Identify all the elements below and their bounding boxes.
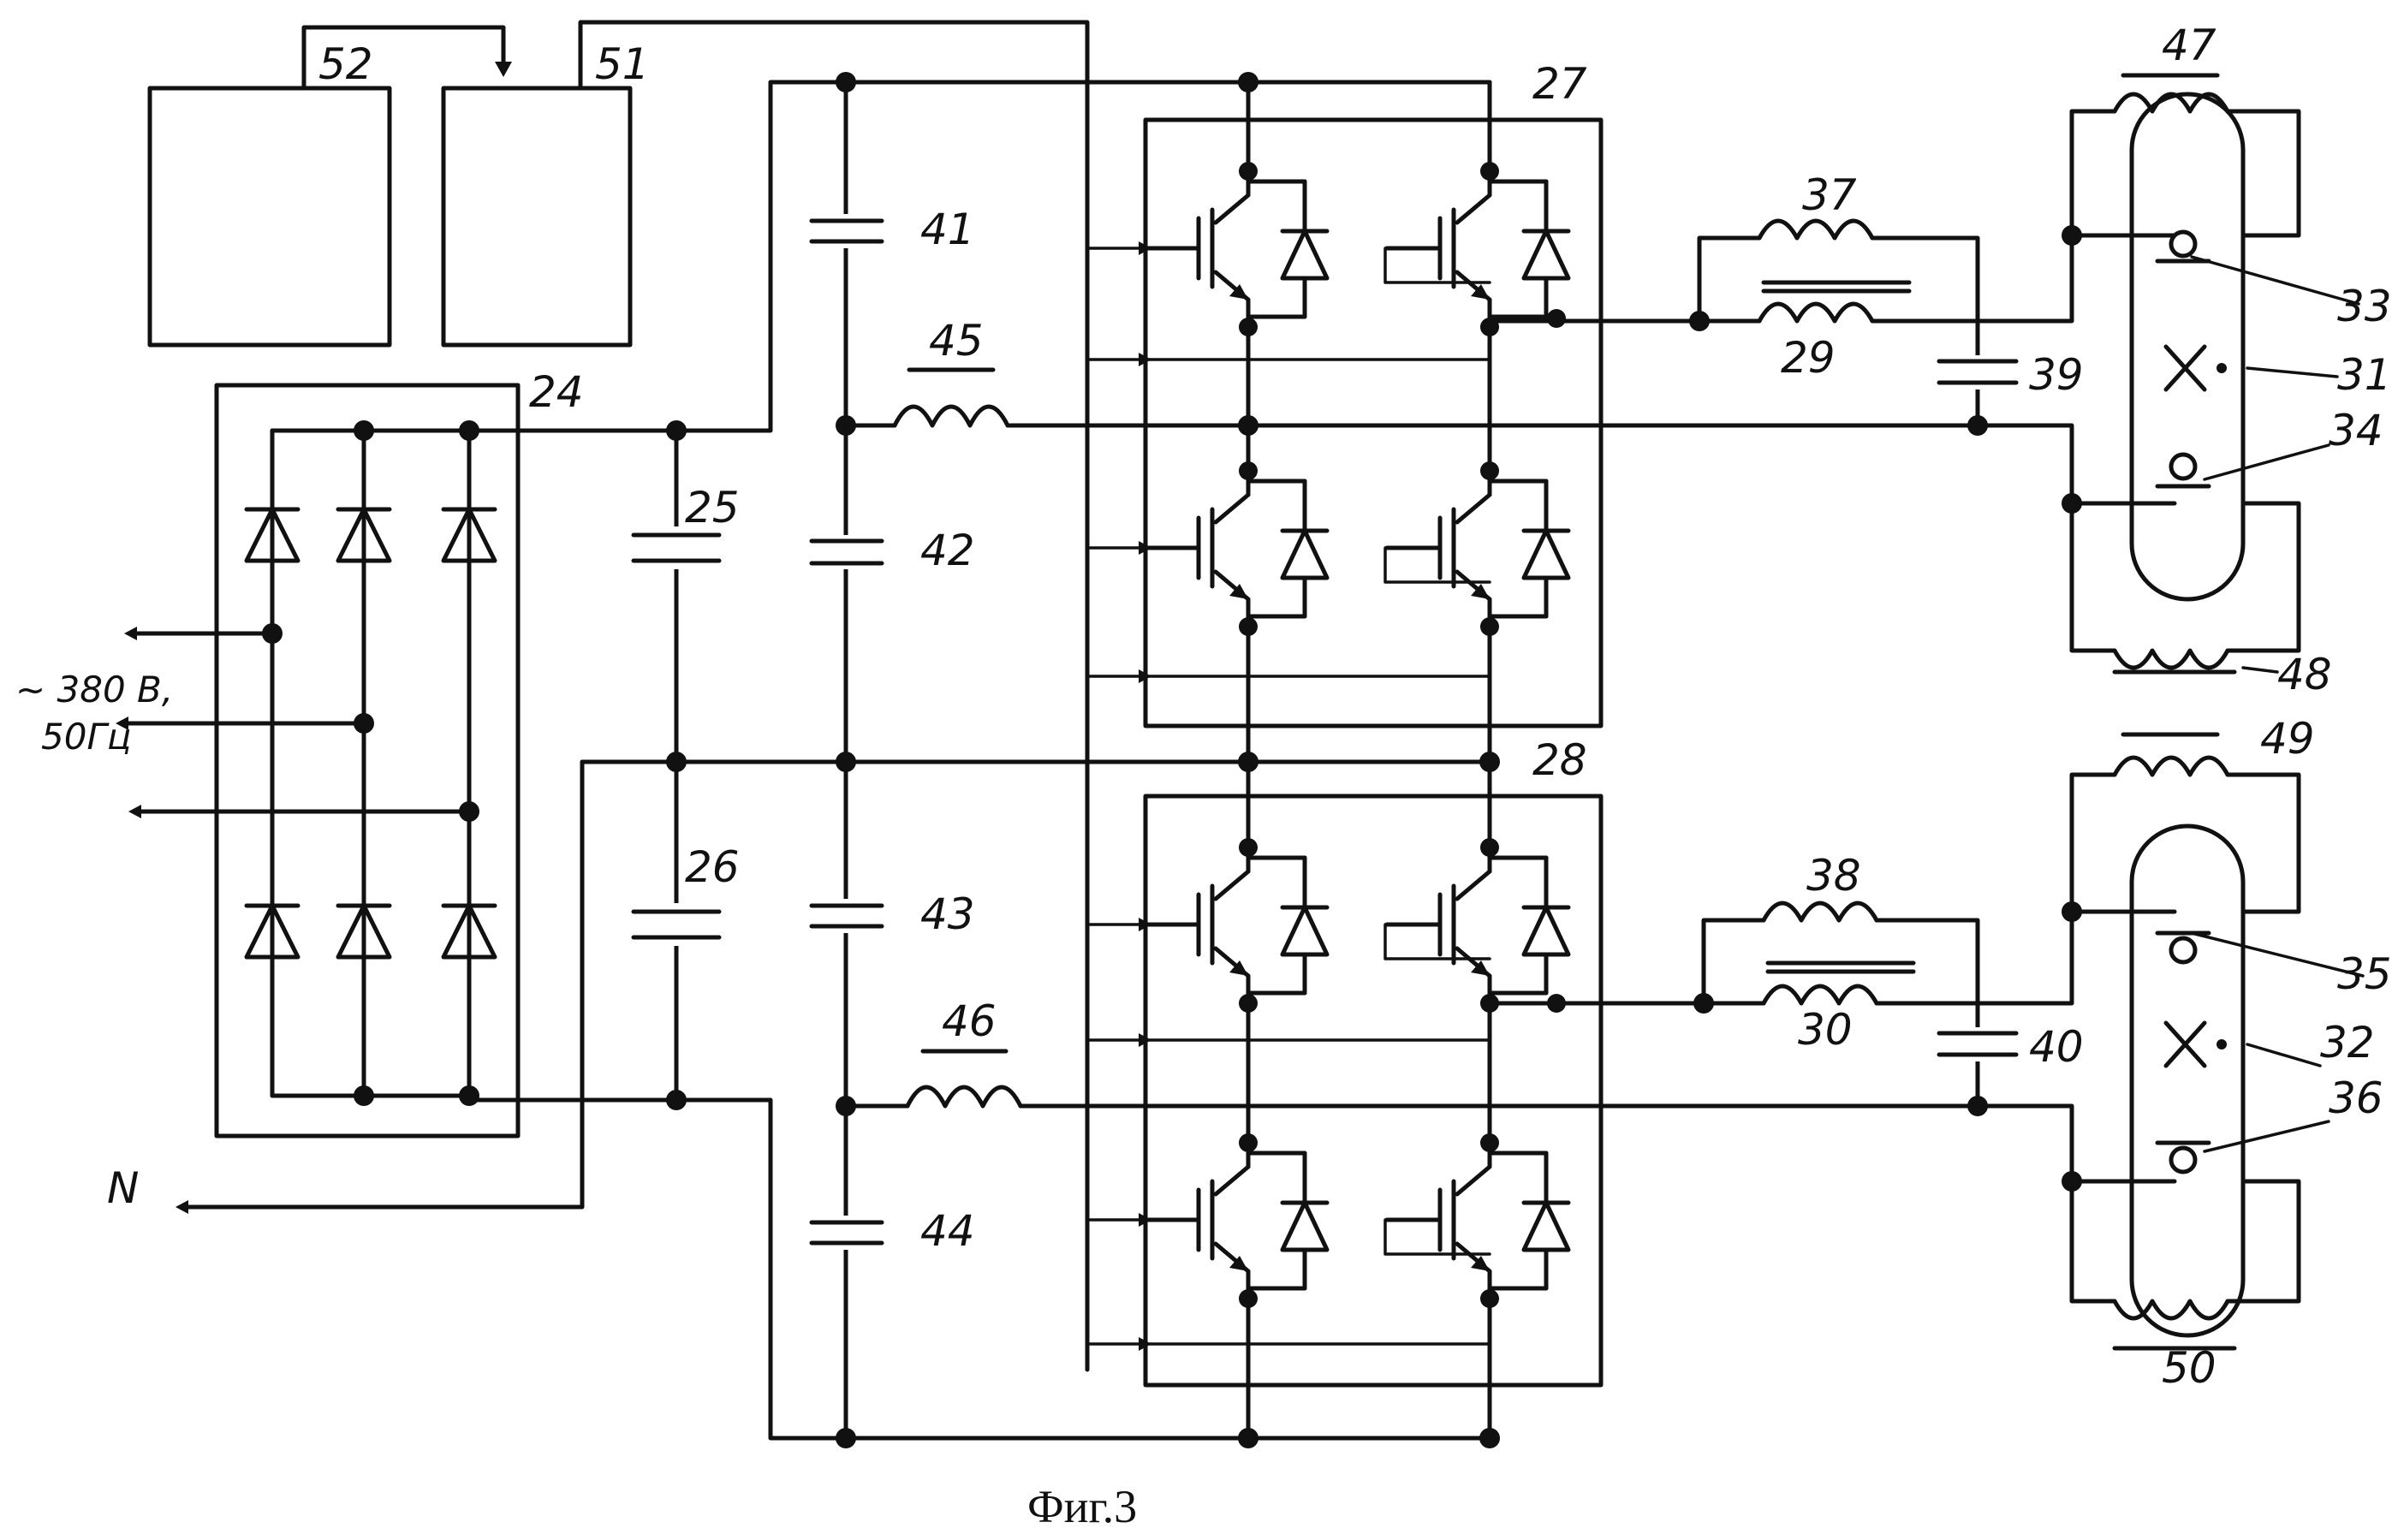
component-labels: 52 51 24 25 26 41 42 43 44 45 46 27 28 3… [15,21,2392,1532]
label-43: 43 [920,889,975,939]
label-28: 28 [1532,735,1587,785]
capacitor-44 [812,1216,882,1250]
capacitor-42 [812,535,882,569]
label-39: 39 [2029,350,2084,400]
capacitor-25 [634,526,719,569]
supply-voltage-label: ~ 380 В, [15,669,173,711]
label-29: 29 [1781,333,1836,383]
label-26: 26 [685,842,740,892]
label-31: 31 [2337,350,2392,400]
label-32: 32 [2320,1018,2375,1067]
figure-caption: Фиг.3 [1027,1481,1137,1532]
label-42: 42 [920,526,975,575]
ac-supply-leads [116,627,582,1214]
label-37: 37 [1802,170,1857,220]
neutral-label: N [107,1163,139,1213]
capacitor-41 [812,214,882,248]
label-46: 46 [942,996,997,1046]
label-51: 51 [595,39,650,89]
label-36: 36 [2329,1073,2383,1123]
label-40: 40 [2029,1022,2084,1072]
lamp-31 [2062,75,2299,672]
label-50: 50 [2162,1343,2217,1393]
label-49: 49 [2260,714,2315,764]
label-47: 47 [2162,21,2217,70]
label-24: 24 [529,367,584,417]
rectifier-bridge-24 [217,385,518,1136]
inductor-46 [846,1051,1973,1106]
label-52: 52 [318,39,373,89]
label-44: 44 [920,1206,975,1256]
capacitor-26 [634,903,719,946]
label-41: 41 [920,205,975,254]
label-27: 27 [1532,59,1587,109]
supply-frequency-label: 50Гц [41,716,131,758]
dc-bus [469,72,1490,1448]
label-38: 38 [1806,851,1861,901]
label-34: 34 [2329,406,2383,455]
output-transformer-30-38 [1490,903,2072,1106]
lamp-32 [2062,734,2299,1348]
label-45: 45 [929,316,984,366]
label-33: 33 [2337,282,2392,331]
label-48: 48 [2277,650,2332,699]
inverter-module-28 [1087,796,1601,1448]
label-25: 25 [685,483,740,532]
output-transformer-29-37 [1490,221,2072,425]
control-block-51 [443,22,1087,1370]
label-35: 35 [2337,949,2392,999]
label-30: 30 [1798,1005,1853,1055]
capacitor-43 [812,899,882,933]
